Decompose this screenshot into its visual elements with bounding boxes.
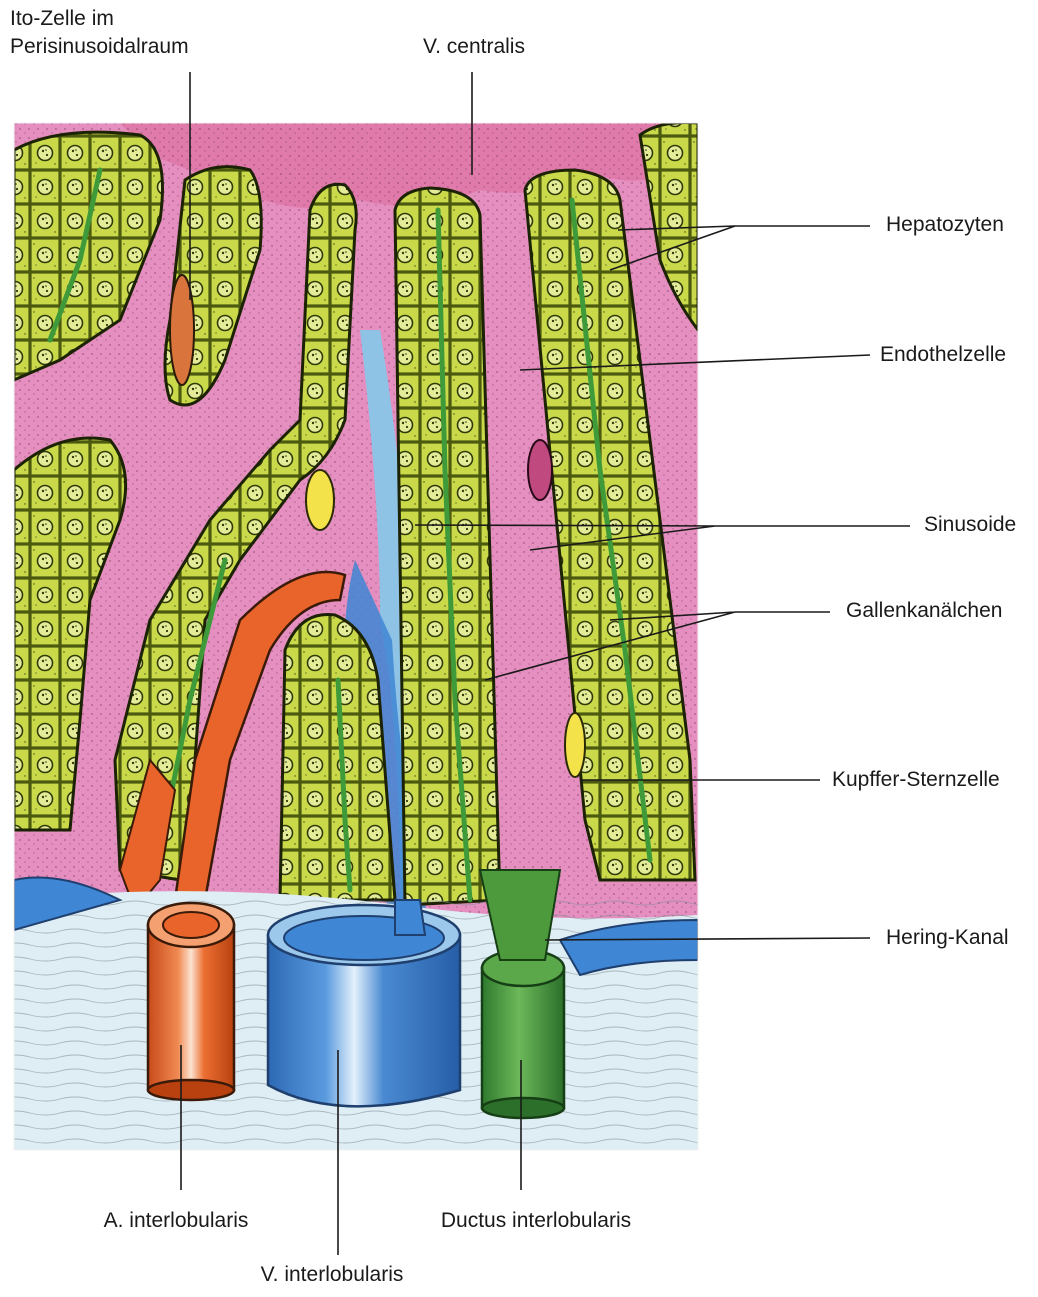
label-ito-line1: Ito-Zelle im: [10, 6, 114, 31]
label-sinusoide: Sinusoide: [924, 512, 1016, 537]
endothelial-nucleus: [528, 440, 552, 500]
interlobular-artery-vessel: [148, 903, 234, 1100]
interlobular-bile-duct-vessel: [480, 870, 564, 1118]
label-v-centralis: V. centralis: [423, 34, 525, 59]
label-kupffer: Kupffer-Sternzelle: [832, 767, 1000, 792]
label-hering: Hering-Kanal: [886, 925, 1009, 950]
label-ductus-interlobularis: Ductus interlobularis: [441, 1208, 631, 1233]
label-a-interlobularis: A. interlobularis: [104, 1208, 249, 1233]
label-gallenkanaelchen: Gallenkanälchen: [846, 598, 1002, 623]
label-v-interlobularis: V. interlobularis: [261, 1262, 404, 1287]
interlobular-vein-vessel: [268, 900, 460, 1106]
label-hepatozyten: Hepatozyten: [886, 212, 1004, 237]
label-ito-line2: Perisinusoidalraum: [10, 34, 189, 59]
label-endothelzelle: Endothelzelle: [880, 342, 1006, 367]
